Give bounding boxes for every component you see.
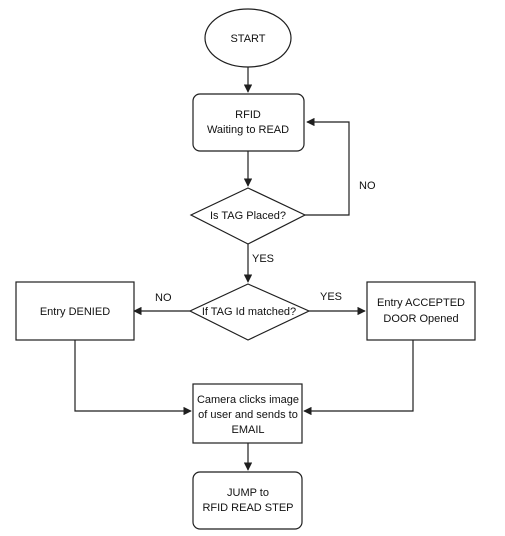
edge-accepted-to-camera xyxy=(303,340,414,416)
node-camera-line-1: Camera clicks image xyxy=(197,394,299,406)
node-tag-matched-line-1: If TAG Id matched? xyxy=(202,306,296,318)
node-decision-tag-placed: Is TAG Placed? xyxy=(189,187,307,245)
node-entry-accepted-line-1: Entry ACCEPTED xyxy=(377,297,465,309)
node-decision-tag-matched: If TAG Id matched? xyxy=(188,283,311,341)
edge-label-placed-no: NO xyxy=(359,180,376,192)
node-camera-line-2: of user and sends to xyxy=(198,409,298,421)
node-start-line-1: START xyxy=(230,33,265,45)
node-camera: Camera clicks image of user and sends to… xyxy=(192,383,303,444)
node-rfid-waiting-line-1: RFID xyxy=(235,109,261,121)
edge-tag-placed-no-loop xyxy=(305,117,350,216)
node-entry-accepted: Entry ACCEPTED DOOR Opened xyxy=(366,281,476,341)
node-entry-denied-line-1: Entry DENIED xyxy=(40,306,110,318)
node-rfid-waiting: RFID Waiting to READ xyxy=(192,93,305,152)
node-start: START xyxy=(204,8,292,68)
node-camera-line-3: EMAIL xyxy=(231,424,264,436)
edge-label-placed-yes: YES xyxy=(252,253,274,265)
edge-label-matched-no: NO xyxy=(155,292,172,304)
node-entry-denied: Entry DENIED xyxy=(15,281,135,341)
node-jump-line-1: JUMP to xyxy=(227,487,269,499)
edge-label-matched-yes: YES xyxy=(320,291,342,303)
node-jump: JUMP to RFID READ STEP xyxy=(192,471,303,530)
node-jump-line-2: RFID READ STEP xyxy=(202,502,293,514)
node-tag-placed-line-1: Is TAG Placed? xyxy=(210,210,286,222)
node-rfid-waiting-line-2: Waiting to READ xyxy=(207,124,289,136)
edge-denied-to-camera xyxy=(74,340,192,416)
node-entry-accepted-line-2: DOOR Opened xyxy=(383,313,458,325)
